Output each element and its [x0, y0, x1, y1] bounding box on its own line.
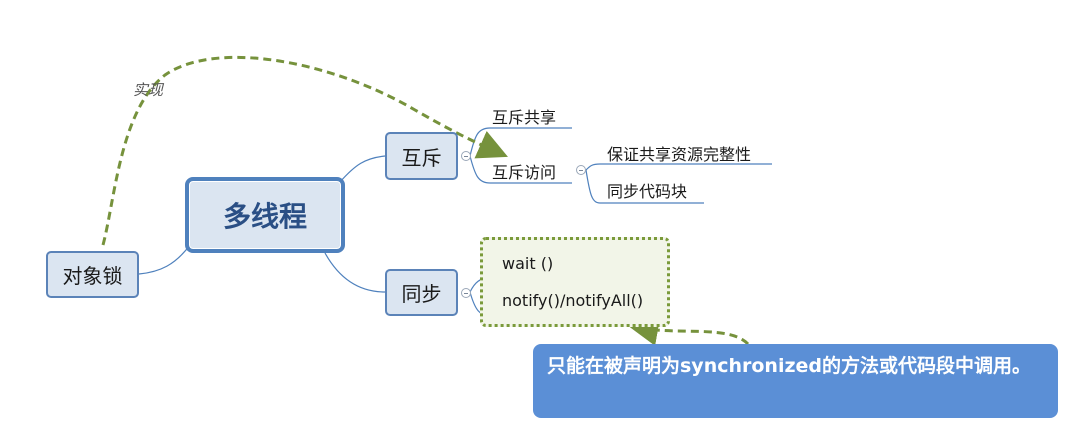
- subtopic-integrity[interactable]: 保证共享资源完整性: [607, 145, 752, 164]
- subtopic-mutex-share[interactable]: 互斥共享: [492, 108, 557, 127]
- subtopic-wait[interactable]: wait (): [502, 254, 554, 273]
- collapse-mutex-icon[interactable]: [461, 151, 471, 161]
- topic-mutex[interactable]: 互斥: [385, 132, 458, 180]
- topic-object-lock[interactable]: 对象锁: [46, 251, 139, 298]
- main-topic[interactable]: 多线程: [185, 177, 345, 253]
- relationship-label: 实现: [133, 81, 164, 99]
- connector-mutex-access: [469, 155, 572, 184]
- connector-access-integrity: [585, 163, 772, 171]
- connector-access-syncblock: [585, 169, 704, 204]
- connector-main-lock: [138, 244, 191, 275]
- subtopic-mutex-access[interactable]: 互斥访问: [492, 163, 557, 182]
- subtopic-notify[interactable]: notify()/notifyAll(): [502, 291, 644, 310]
- collapse-access-icon[interactable]: [576, 165, 586, 175]
- callout-connector: [628, 316, 750, 346]
- subtopic-sync-block[interactable]: 同步代码块: [607, 182, 688, 201]
- topic-sync[interactable]: 同步: [385, 269, 458, 316]
- connector-main-mutex: [339, 155, 386, 183]
- callout-note[interactable]: 只能在被声明为synchronized的方法或代码段中调用。: [533, 344, 1058, 418]
- sync-methods-boundary[interactable]: [480, 237, 670, 327]
- connector-mutex-share: [469, 127, 572, 157]
- collapse-sync-icon[interactable]: [461, 288, 471, 298]
- connector-main-sync: [324, 252, 386, 293]
